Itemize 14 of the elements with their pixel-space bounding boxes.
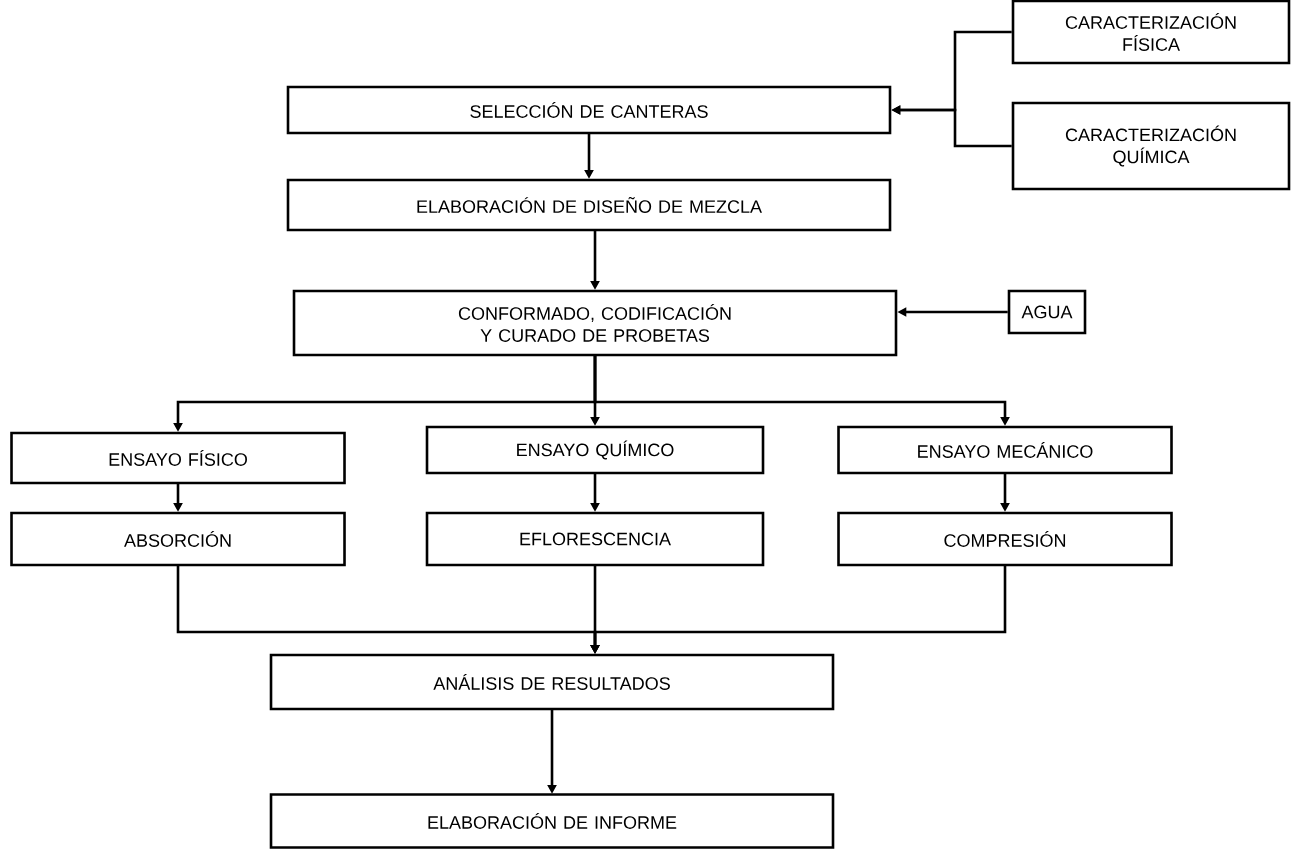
process-box: COMPRESIÓN <box>837 511 1173 567</box>
process-box: AGUA <box>1007 289 1087 335</box>
process-box: ELABORACIÓN DE DISEÑO DE MEZCLA <box>286 178 892 232</box>
process-box: CARACTERIZACIÓN QUÍMICA <box>1011 101 1291 191</box>
process-box: ELABORACIÓN DE INFORME <box>269 793 835 849</box>
process-box: ABSORCIÓN <box>10 511 346 567</box>
process-box: SELECCIÓN DE CANTERAS <box>286 85 892 135</box>
process-box: ENSAYO FÍSICO <box>10 431 346 485</box>
process-box: ENSAYO QUÍMICO <box>425 425 765 475</box>
process-box: CARACTERIZACIÓN FÍSICA <box>1011 0 1291 65</box>
process-box: ENSAYO MECÁNICO <box>837 425 1173 475</box>
process-box: CONFORMADO, CODIFICACIÓN Y CURADO DE PROBETAS <box>292 289 898 357</box>
process-box: EFLORESCENCIA <box>425 511 765 567</box>
process-box: ANÁLISIS DE RESULTADOS <box>269 653 835 711</box>
